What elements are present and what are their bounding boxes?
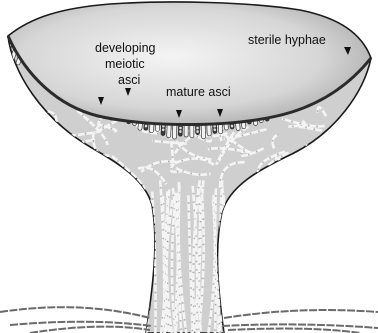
hypha-outline bbox=[22, 130, 58, 138]
root-hypha bbox=[222, 324, 378, 328]
root-hypha bbox=[224, 310, 378, 318]
hypha bbox=[45, 163, 54, 170]
hypha bbox=[288, 165, 293, 199]
hypha bbox=[82, 154, 100, 184]
hypha bbox=[18, 132, 31, 143]
hypha bbox=[61, 164, 78, 174]
hypha-outline bbox=[19, 157, 28, 177]
label-developing-line1: developing bbox=[95, 41, 156, 55]
hypha bbox=[19, 114, 48, 116]
root-hypha bbox=[0, 307, 150, 318]
hypha bbox=[19, 157, 28, 177]
hypha bbox=[24, 166, 48, 195]
hypha bbox=[39, 125, 40, 139]
root-hypha bbox=[10, 322, 152, 326]
hypha-outline bbox=[17, 155, 23, 177]
hypha-outline bbox=[16, 123, 49, 145]
hypha-outline bbox=[82, 154, 100, 184]
hypha-outline bbox=[45, 163, 54, 170]
hypha-outline bbox=[332, 147, 347, 149]
hypha bbox=[13, 123, 51, 131]
hypha bbox=[46, 117, 49, 119]
hypha bbox=[16, 123, 49, 145]
root-hypha bbox=[30, 327, 150, 333]
hypha-outline bbox=[339, 129, 345, 140]
hypha-outline bbox=[24, 166, 48, 195]
root-hypha bbox=[228, 329, 360, 333]
label-sterile-hyphae: sterile hyphae bbox=[248, 33, 326, 47]
hypha-outline bbox=[61, 164, 78, 174]
hypha-outline bbox=[35, 132, 40, 167]
hypha-outline bbox=[311, 167, 324, 199]
label-developing-line3: asci bbox=[118, 73, 140, 87]
hypha bbox=[35, 132, 40, 167]
hypha bbox=[311, 167, 324, 199]
hypha-outline bbox=[13, 123, 51, 131]
label-developing-line2: meiotic bbox=[105, 57, 145, 71]
hypha-outline bbox=[19, 114, 48, 116]
hypha-outline bbox=[46, 117, 49, 119]
hypha bbox=[22, 130, 58, 138]
hypha bbox=[339, 129, 345, 140]
hypha-outline bbox=[18, 132, 31, 143]
hypha bbox=[16, 124, 21, 140]
hypha-outline bbox=[44, 128, 57, 147]
hypha bbox=[17, 155, 23, 177]
hypha bbox=[44, 128, 57, 147]
hypha bbox=[332, 147, 347, 149]
hypha bbox=[272, 165, 277, 193]
hypha-outline bbox=[288, 165, 293, 199]
hypha-outline bbox=[16, 124, 21, 140]
hypha-outline bbox=[39, 125, 40, 139]
label-mature-asci: mature asci bbox=[166, 85, 231, 99]
hypha-outline bbox=[272, 165, 277, 193]
